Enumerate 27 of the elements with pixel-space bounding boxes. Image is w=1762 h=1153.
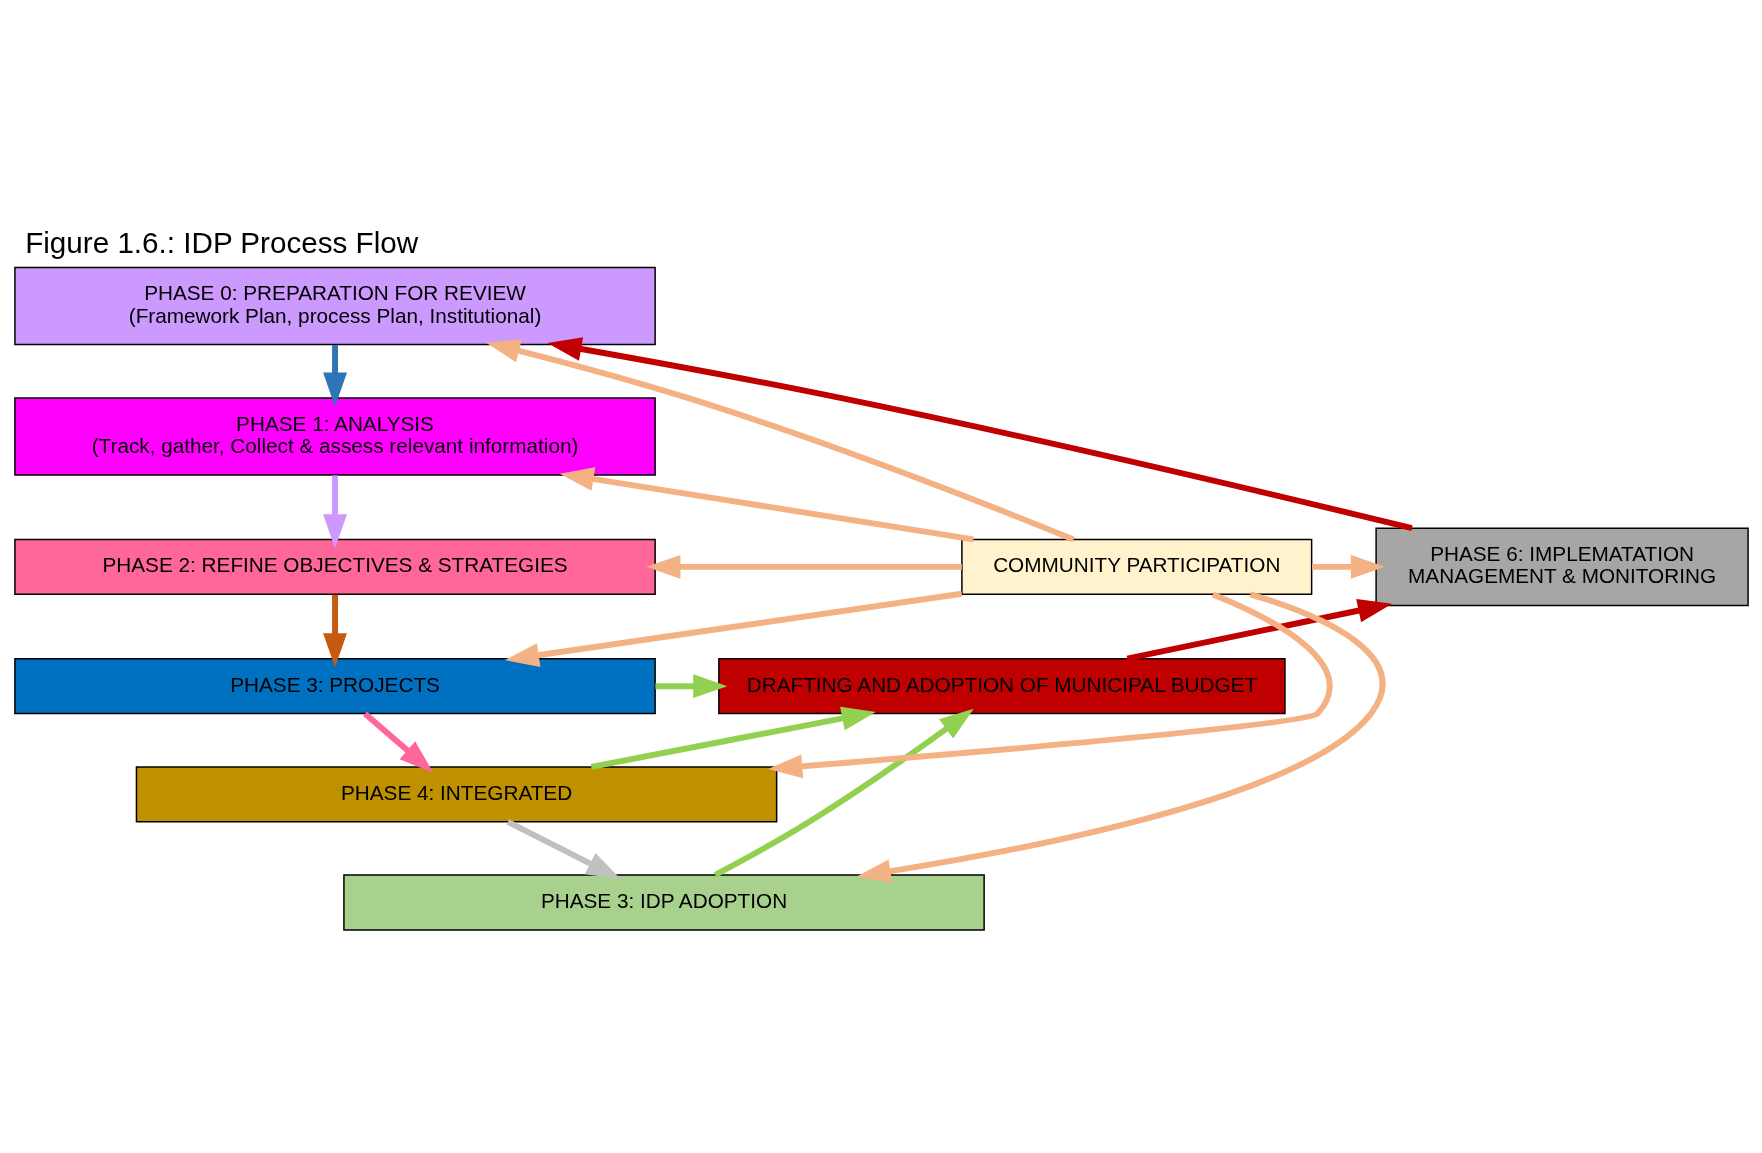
arrow (713, 708, 974, 878)
arrow (546, 337, 1413, 532)
arrow (559, 467, 974, 543)
node-box: PHASE 1: ANALYSIS (Track, gather, Collect & assess relevant information) (13, 397, 656, 476)
arrow (645, 554, 962, 579)
arrow (1126, 598, 1392, 662)
node-box: PHASE 4: INTEGRATED (135, 766, 777, 823)
arrow (322, 345, 347, 407)
arrow (485, 339, 1075, 543)
node-box: PHASE 3: PROJECTS (13, 658, 656, 715)
arrow (322, 475, 347, 549)
node-box: DRAFTING AND ADOPTION OF MUNICIPAL BUDGET (717, 658, 1286, 715)
node-box: PHASE 6: IMPLEMATATION MANAGEMENT & MONITORING (1374, 527, 1749, 607)
arrow (767, 591, 1332, 779)
arrow (856, 591, 1385, 883)
node-box: PHASE 0: PREPARATION FOR REVIEW (Framework Plan, process Plan, Institutional) (13, 266, 656, 346)
arrow (654, 674, 727, 699)
arrow (506, 819, 621, 880)
diagram-title: Figure 1.6.: IDP Process Flow (24, 225, 418, 259)
node-box: PHASE 2: REFINE OBJECTIVES & STRATEGIES (13, 538, 656, 595)
arrow (590, 706, 876, 770)
arrow (504, 590, 962, 667)
node-box: PHASE 3: IDP ADOPTION (342, 874, 985, 931)
arrow (1311, 554, 1385, 579)
node-box: COMMUNITY PARTICIPATION (960, 538, 1312, 595)
arrow (322, 594, 347, 668)
arrow (362, 711, 433, 773)
